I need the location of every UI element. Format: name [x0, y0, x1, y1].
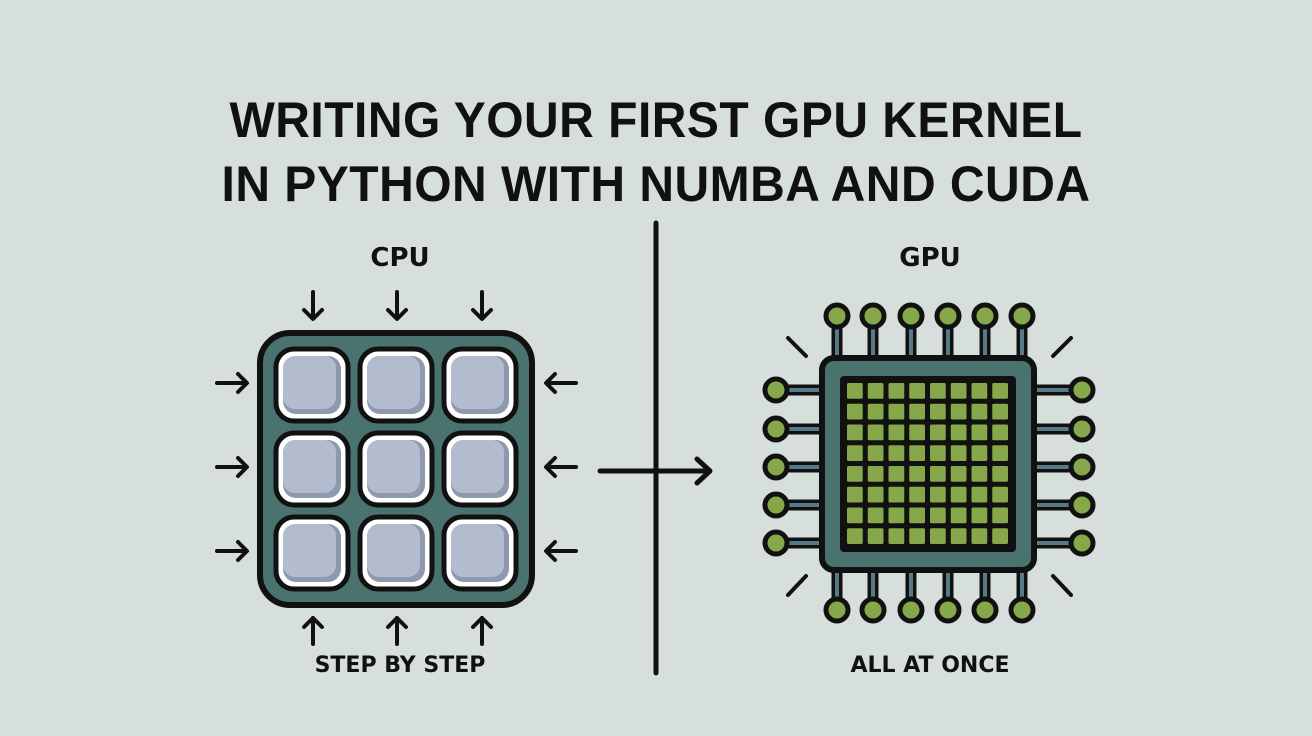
gpu-core: [992, 445, 1008, 461]
gpu-core: [888, 486, 905, 503]
gpu-core: [888, 424, 905, 441]
gpu-core: [847, 403, 863, 420]
gpu-core: [930, 528, 946, 544]
gpu-core: [971, 424, 988, 441]
gpu-core: [888, 445, 905, 461]
gpu-core: [971, 466, 988, 482]
gpu-core: [971, 383, 988, 399]
cpu-core: [357, 430, 435, 508]
gpu-core: [950, 424, 967, 441]
gpu-core: [867, 383, 884, 399]
gpu-core: [867, 403, 884, 420]
cpu-chip-icon: [257, 330, 535, 608]
gpu-core: [847, 383, 863, 399]
gpu-core: [909, 424, 925, 441]
cpu-core: [357, 346, 435, 424]
gpu-core: [888, 403, 905, 420]
gpu-core: [909, 383, 925, 399]
cpu-core: [441, 346, 519, 424]
cpu-label: CPU: [370, 243, 430, 273]
gpu-core: [867, 466, 884, 482]
gpu-core: [930, 445, 946, 461]
gpu-core: [950, 528, 967, 544]
cpu-core: [273, 346, 351, 424]
gpu-core: [847, 466, 863, 482]
cpu-caption: STEP BY STEP: [314, 653, 486, 678]
gpu-core: [867, 528, 884, 544]
right-arrow-icon: [597, 456, 713, 486]
title-line-2: IN PYTHON WITH NUMBA AND CUDA: [221, 156, 1091, 212]
cpu-core: [273, 514, 351, 592]
gpu-core: [992, 403, 1008, 420]
gpu-core: [930, 507, 946, 524]
gpu-core: [930, 486, 946, 503]
gpu-caption: ALL AT ONCE: [850, 653, 1010, 678]
gpu-core: [950, 466, 967, 482]
gpu-core: [888, 383, 905, 399]
gpu-core: [950, 403, 967, 420]
gpu-core: [888, 507, 905, 524]
gpu-label: GPU: [899, 243, 961, 273]
cpu-input-arrows-icon: [215, 290, 578, 646]
gpu-core: [867, 445, 884, 461]
gpu-core: [992, 528, 1008, 544]
gpu-core: [909, 507, 925, 524]
gpu-core: [847, 445, 863, 461]
gpu-core: [847, 486, 863, 503]
gpu-core: [930, 403, 946, 420]
gpu-core: [847, 507, 863, 524]
gpu-core: [888, 528, 905, 544]
divider: [597, 220, 713, 676]
gpu-core: [909, 528, 925, 544]
gpu-core: [971, 528, 988, 544]
gpu-core: [930, 383, 946, 399]
gpu-core: [950, 507, 967, 524]
gpu-core: [867, 486, 884, 503]
gpu-core: [909, 486, 925, 503]
gpu-core: [971, 507, 988, 524]
gpu-core: [992, 507, 1008, 524]
gpu-core: [950, 486, 967, 503]
gpu-core: [992, 486, 1008, 503]
gpu-core: [930, 466, 946, 482]
cpu-core: [273, 430, 351, 508]
gpu-core: [992, 466, 1008, 482]
gpu-core: [992, 424, 1008, 441]
gpu-core: [950, 383, 967, 399]
title-line-1: WRITING YOUR FIRST GPU KERNEL: [229, 92, 1083, 148]
gpu-core: [909, 403, 925, 420]
gpu-core: [971, 486, 988, 503]
gpu-core: [950, 445, 967, 461]
gpu-core: [930, 424, 946, 441]
gpu-core: [847, 528, 863, 544]
gpu-core: [847, 424, 863, 441]
cpu-core: [357, 514, 435, 592]
page-title: WRITING YOUR FIRST GPU KERNEL IN PYTHON …: [26, 88, 1286, 216]
gpu-glow-rays-icon: [786, 336, 1073, 597]
gpu-core: [909, 466, 925, 482]
gpu-core: [992, 383, 1008, 399]
cpu-core: [441, 430, 519, 508]
gpu-core: [888, 466, 905, 482]
gpu-chip-icon: [819, 355, 1037, 573]
cpu-core: [441, 514, 519, 592]
gpu-core: [971, 445, 988, 461]
gpu-core: [867, 507, 884, 524]
gpu-core: [909, 445, 925, 461]
gpu-core: [867, 424, 884, 441]
gpu-core: [971, 403, 988, 420]
